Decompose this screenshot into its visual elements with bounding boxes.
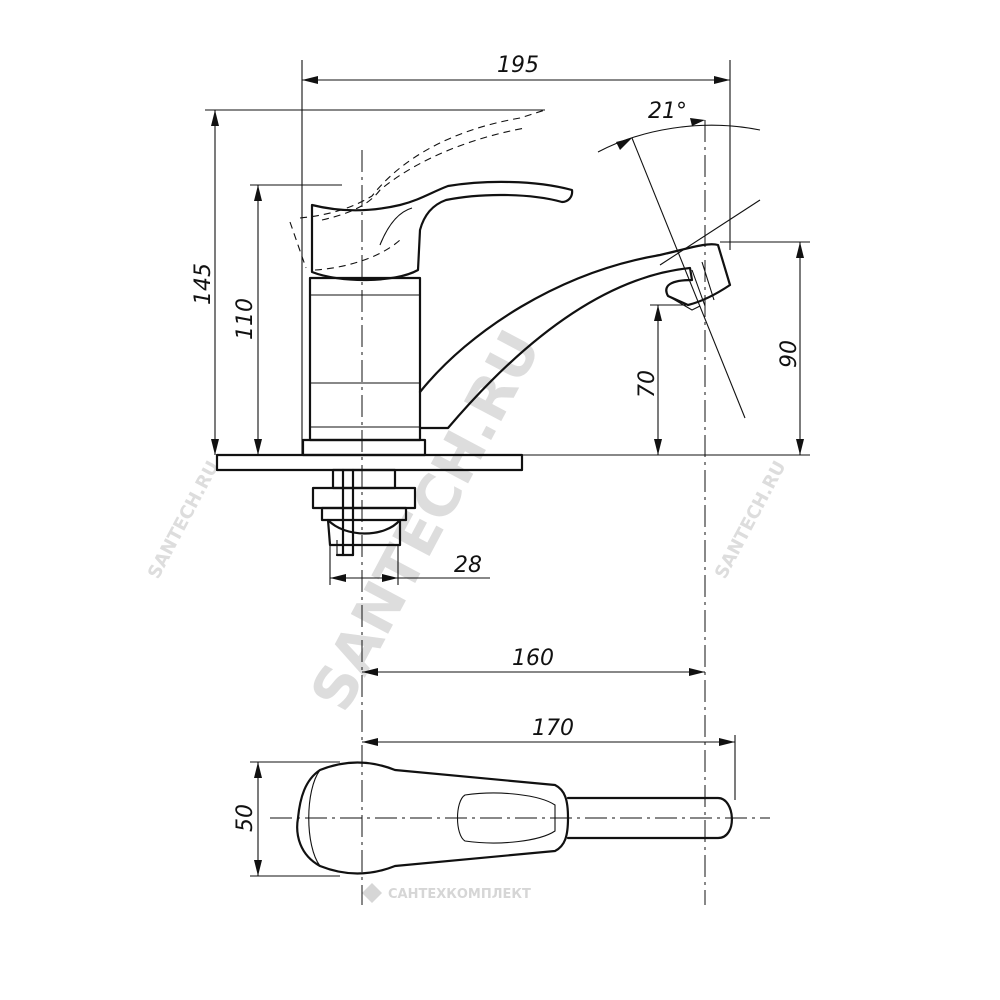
- dim-body-height: 110: [233, 298, 258, 340]
- spout: [418, 243, 732, 430]
- dimension-lines: 195 21° 145 110 90 70: [191, 53, 810, 877]
- watermark-right: SANTECH.RU: [711, 458, 791, 583]
- dim-shank: 28: [454, 553, 482, 578]
- dim-total-length: 195: [497, 53, 539, 78]
- brand-logo-icon: [362, 883, 382, 903]
- plan-spout: [566, 796, 733, 840]
- faucet-side-view: [215, 109, 732, 557]
- dim-spout-height: 90: [777, 340, 802, 368]
- lever-handle-raised: [289, 109, 546, 271]
- watermark-brand: САНТЕХКОМПЛЕКТ: [362, 883, 531, 903]
- dim-overall-height: 145: [191, 263, 216, 305]
- dim-plan-length: 170: [532, 716, 574, 741]
- watermark-brand-text: САНТЕХКОМПЛЕКТ: [388, 887, 531, 902]
- base-ring: [301, 438, 427, 457]
- dim-plan-width: 50: [233, 804, 258, 832]
- faucet-plan-view: [296, 761, 733, 875]
- lever-handle: [310, 180, 574, 282]
- dim-angle: 21°: [648, 99, 687, 124]
- aerator: [667, 261, 715, 311]
- center-lines: [270, 120, 770, 905]
- lever-handle-inner: [379, 207, 413, 246]
- dim-outlet-height: 70: [635, 370, 660, 398]
- dim-reach: 160: [512, 646, 554, 671]
- plan-lever: [296, 761, 570, 875]
- plan-lever-recess: [456, 792, 556, 844]
- watermark-left: SANTECH.RU: [144, 458, 224, 583]
- body-cylinder: [308, 276, 422, 442]
- mounting-shank: [311, 468, 417, 557]
